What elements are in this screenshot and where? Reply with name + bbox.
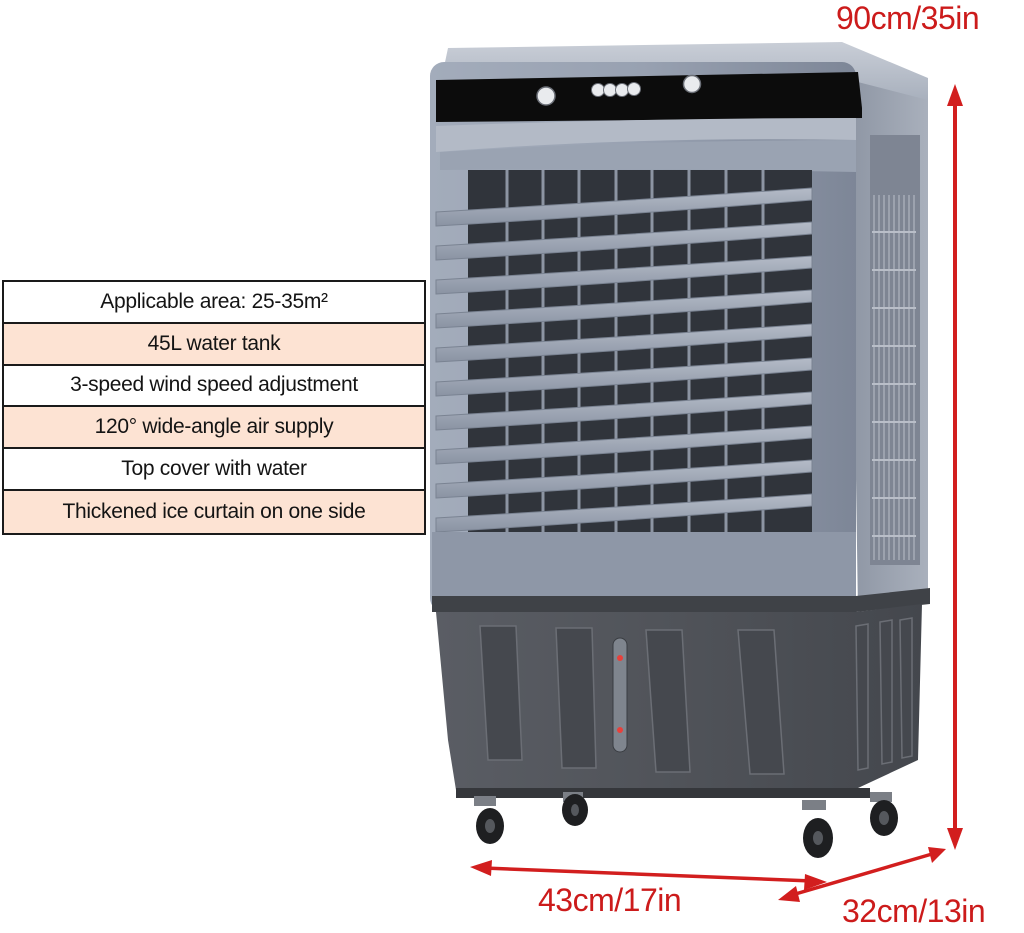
dimension-arrows: [470, 84, 963, 902]
depth-dimension-label: 32cm/13in: [842, 893, 986, 929]
air-outlet-louvers: [435, 170, 813, 533]
depth-arrow-icon: [778, 847, 946, 902]
width-dimension-label: 43cm/17in: [538, 882, 682, 918]
height-arrow-icon: [947, 84, 963, 850]
wheel-icon: [474, 796, 504, 844]
width-arrow-icon: [470, 860, 827, 890]
spec-table: Applicable area: 25-35m² 45L water tank …: [2, 280, 426, 535]
water-level-gauge: [612, 637, 628, 753]
spec-row-wind-speed: 3-speed wind speed adjustment: [4, 365, 424, 408]
spec-row-applicable-area: Applicable area: 25-35m²: [4, 282, 424, 324]
spec-row-air-supply: 120° wide-angle air supply: [4, 407, 424, 450]
water-tank-base: [436, 604, 922, 790]
wheel-icon: [870, 792, 898, 836]
side-panel: [850, 80, 928, 612]
caster-wheels: [456, 788, 898, 858]
mode-button-icon: [591, 83, 605, 97]
mode-button-icon: [603, 83, 617, 97]
spec-row-water-tank: 45L water tank: [4, 323, 424, 366]
mode-button-icon: [615, 83, 629, 97]
spec-row-ice-curtain: Thickened ice curtain on one side: [4, 490, 424, 533]
control-panel: [436, 72, 862, 122]
timer-knob-icon: [682, 74, 702, 94]
height-dimension-label: 90cm/35in: [836, 0, 980, 36]
mode-button-icon: [627, 82, 641, 96]
spec-row-top-cover: Top cover with water: [4, 449, 424, 491]
wheel-icon: [562, 792, 588, 826]
wheel-icon: [802, 800, 833, 858]
power-knob-icon: [536, 86, 556, 106]
